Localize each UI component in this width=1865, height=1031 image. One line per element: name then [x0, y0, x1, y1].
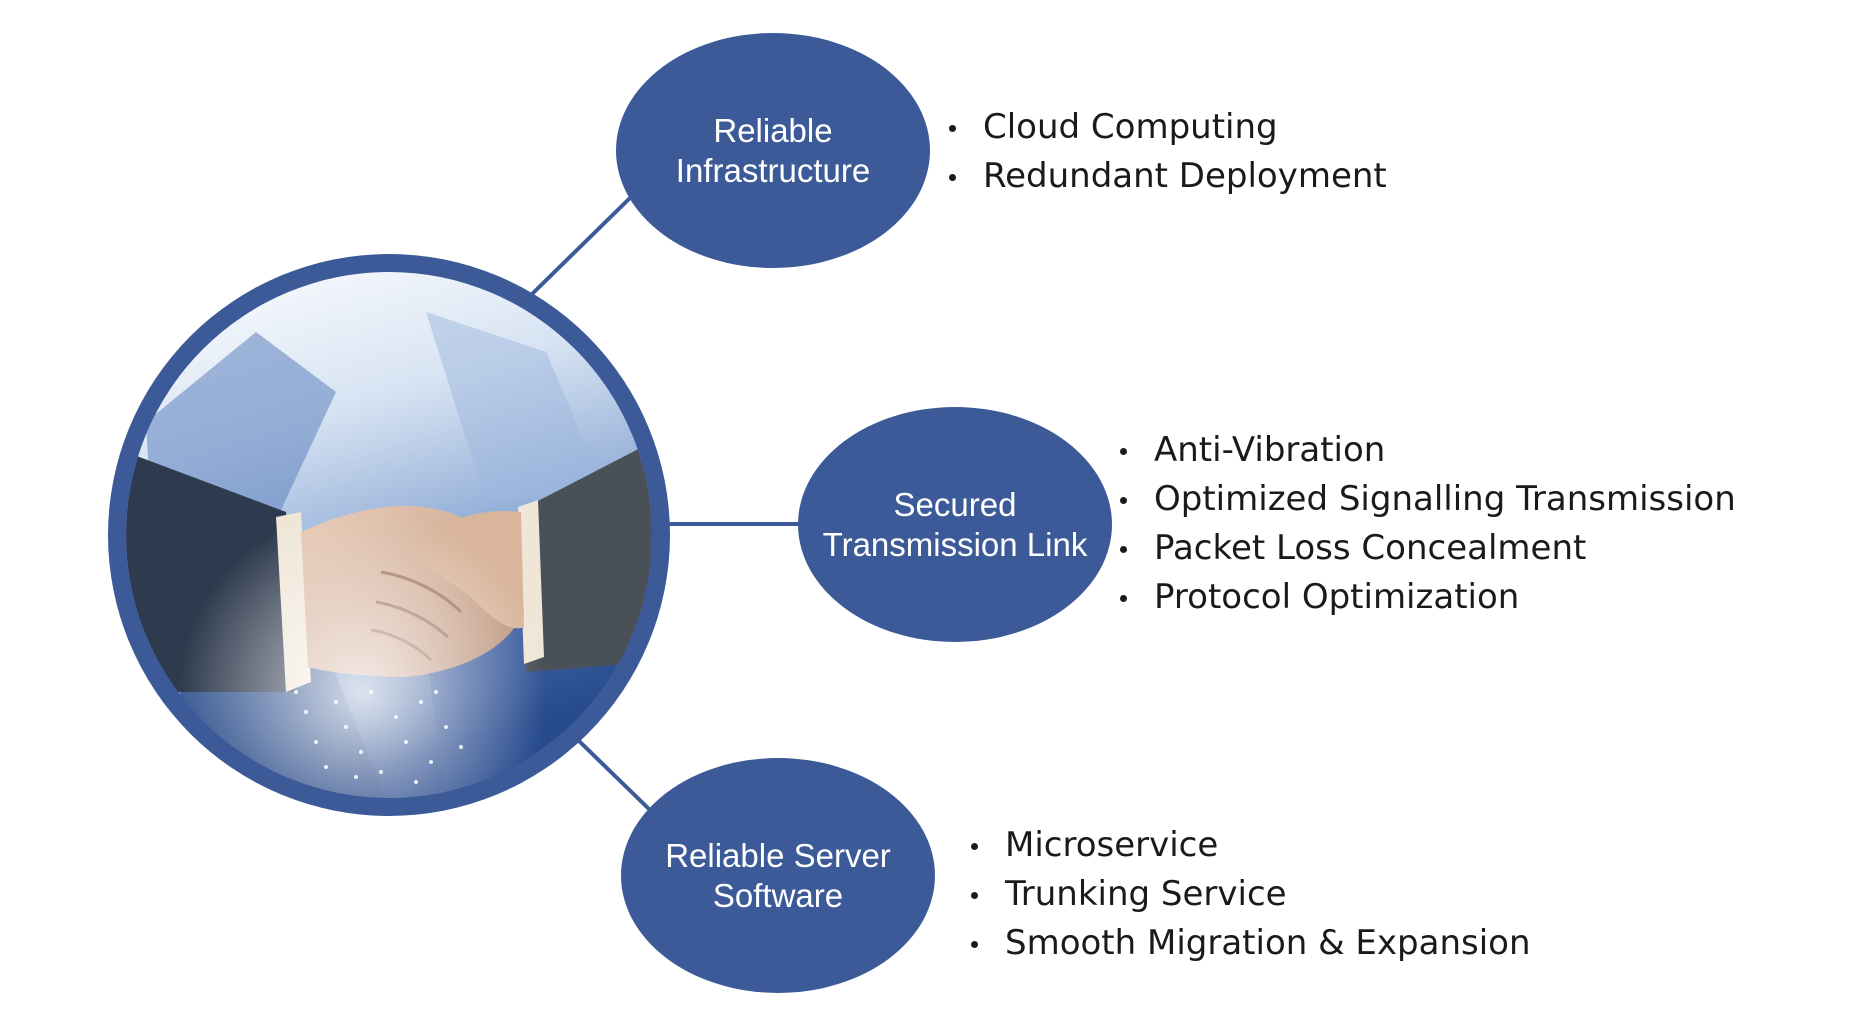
list-item: Anti-Vibration	[1116, 426, 1736, 475]
list-item: Protocol Optimization	[1116, 573, 1736, 622]
node-secured-transmission-link: Secured Transmission Link	[798, 407, 1112, 642]
list-item: Trunking Service	[967, 870, 1531, 919]
hub-circle	[108, 254, 670, 816]
bullet-list-infrastructure: Cloud Computing Redundant Deployment	[945, 103, 1387, 201]
node-title: Reliable Server Software	[665, 836, 891, 914]
connector-line-infrastructure	[528, 196, 632, 298]
list-item: Cloud Computing	[945, 103, 1387, 152]
list-item: Optimized Signalling Transmission	[1116, 475, 1736, 524]
list-item: Smooth Migration & Expansion	[967, 919, 1531, 968]
connector-line-server	[576, 738, 652, 812]
bullet-list-server: Microservice Trunking Service Smooth Mig…	[967, 821, 1531, 968]
bullet-list-transmission: Anti-Vibration Optimized Signalling Tran…	[1116, 426, 1736, 622]
list-item: Redundant Deployment	[945, 152, 1387, 201]
list-item: Microservice	[967, 821, 1531, 870]
node-reliable-infrastructure: Reliable Infrastructure	[616, 33, 930, 268]
node-title: Secured Transmission Link	[822, 485, 1088, 563]
handshake-photo-icon	[126, 272, 652, 798]
list-item: Packet Loss Concealment	[1116, 524, 1736, 573]
node-title: Reliable Infrastructure	[675, 111, 871, 189]
node-reliable-server-software: Reliable Server Software	[621, 758, 935, 993]
